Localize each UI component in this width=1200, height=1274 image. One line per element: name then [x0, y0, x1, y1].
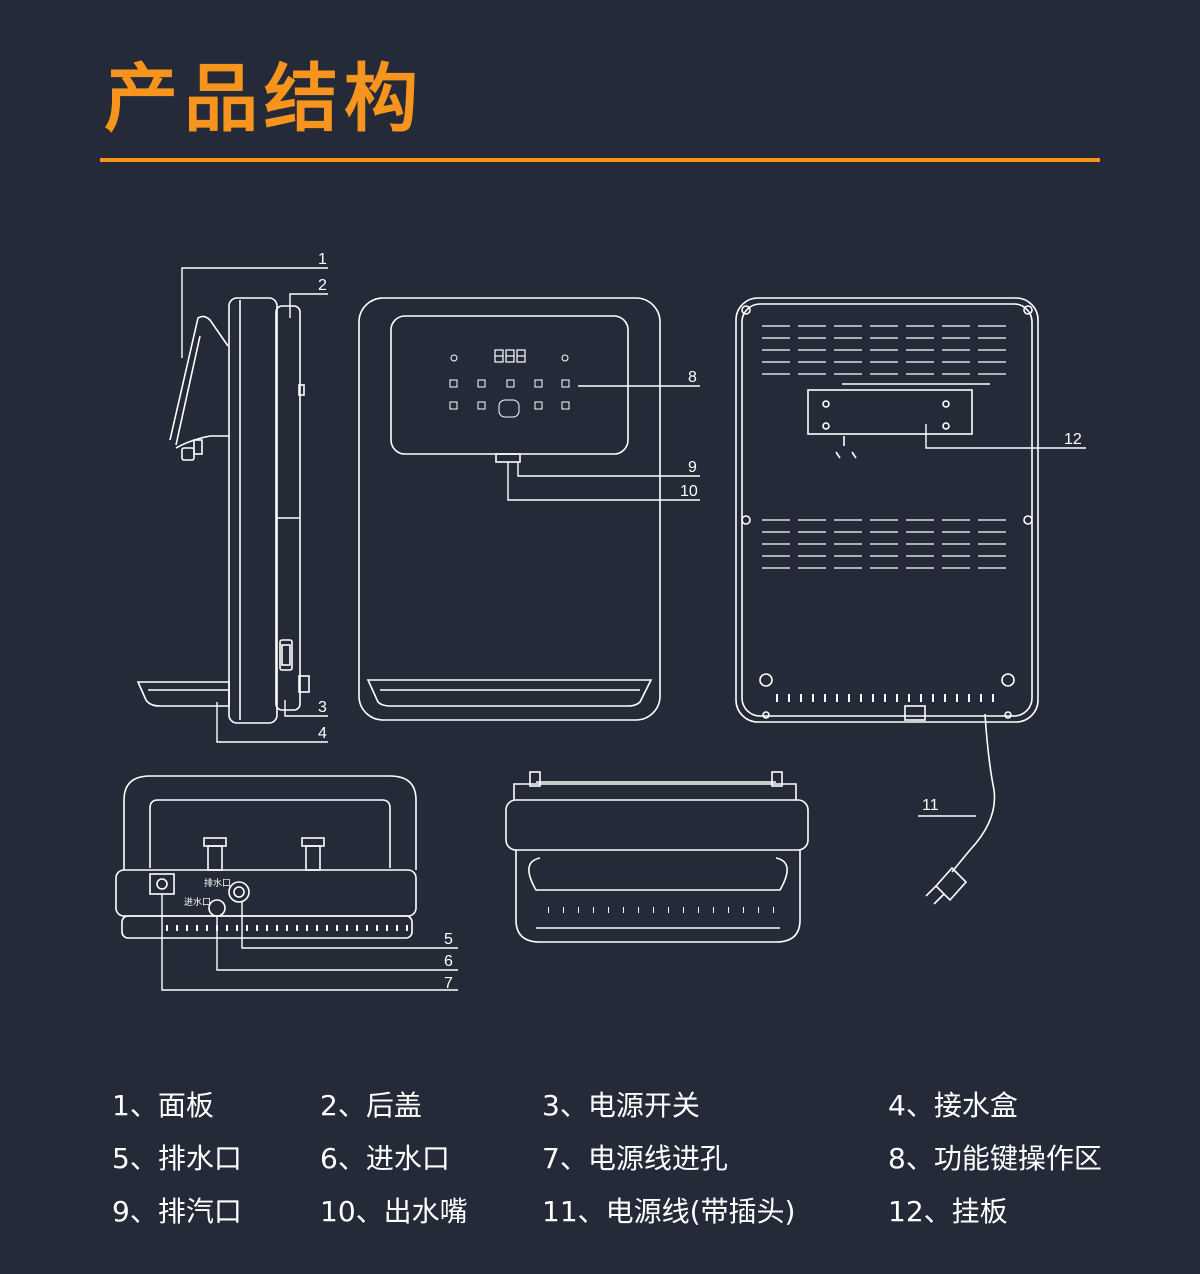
top-vents [762, 325, 1012, 375]
callout-10: 10 [680, 483, 698, 500]
hanging-plate [807, 389, 973, 435]
power-cord [951, 713, 996, 873]
callout-7: 7 [444, 975, 453, 992]
front-drip-tray [366, 679, 653, 707]
legend-item-5: 5、排水口 [112, 1142, 242, 1175]
front-body [358, 297, 661, 721]
power-inlet-port [149, 873, 175, 895]
callout-6: 6 [444, 953, 453, 970]
side-panel [169, 315, 229, 441]
inlet-port-label: 进水口 [184, 896, 211, 907]
page-title: 产品结构 [104, 56, 424, 142]
side-body [228, 297, 278, 724]
bottom-vents [762, 519, 1012, 569]
bottom-body [123, 775, 417, 870]
side-view: 1 2 3 4 [136, 251, 328, 743]
back-view: 12 11 [735, 297, 1086, 905]
side-back-cover [275, 305, 301, 711]
legend-item-7: 7、电源线进孔 [542, 1142, 728, 1175]
drain-port-label: 排水口 [204, 877, 231, 888]
callout-9: 9 [688, 459, 697, 476]
side-drip-tray [136, 681, 230, 707]
legend-item-3: 3、电源开关 [542, 1089, 700, 1122]
back-body [735, 297, 1039, 723]
legend-item-9: 9、排汽口 [112, 1195, 242, 1228]
callout-12: 12 [1064, 431, 1082, 448]
legend-item-1: 1、面板 [112, 1089, 214, 1122]
legend-item-11: 11、电源线(带插头) [542, 1195, 796, 1228]
function-buttons [449, 354, 570, 418]
callout-5: 5 [444, 931, 453, 948]
callout-3: 3 [318, 699, 327, 716]
front-view: 8 9 10 [358, 297, 700, 721]
legend-item-10: 10、出水嘴 [320, 1195, 468, 1228]
digital-display [494, 349, 526, 363]
legend-item-2: 2、后盖 [320, 1089, 422, 1122]
outlet-nozzle [495, 453, 521, 463]
legend-item-6: 6、进水口 [320, 1142, 450, 1175]
water-inlet-port [208, 899, 226, 917]
callout-2: 2 [318, 277, 327, 294]
callout-11: 11 [922, 797, 939, 814]
top-body [505, 799, 809, 851]
product-structure-diagram: 1 2 3 4 [115, 251, 1086, 992]
legend-item-12: 12、挂板 [888, 1195, 1008, 1228]
water-drain-port [228, 881, 250, 903]
legend-item-4: 4、接水盒 [888, 1089, 1018, 1122]
power-plug [934, 866, 968, 902]
top-tray [515, 850, 801, 943]
legend-item-8: 8、功能键操作区 [888, 1142, 1102, 1175]
top-view [505, 771, 809, 943]
title-underline [100, 158, 1100, 162]
callout-8: 8 [688, 369, 697, 386]
control-panel [390, 315, 629, 455]
callout-1: 1 [318, 251, 327, 268]
bottom-view: 排水口 进水口 5 6 7 [115, 775, 458, 992]
callout-4: 4 [318, 725, 327, 742]
